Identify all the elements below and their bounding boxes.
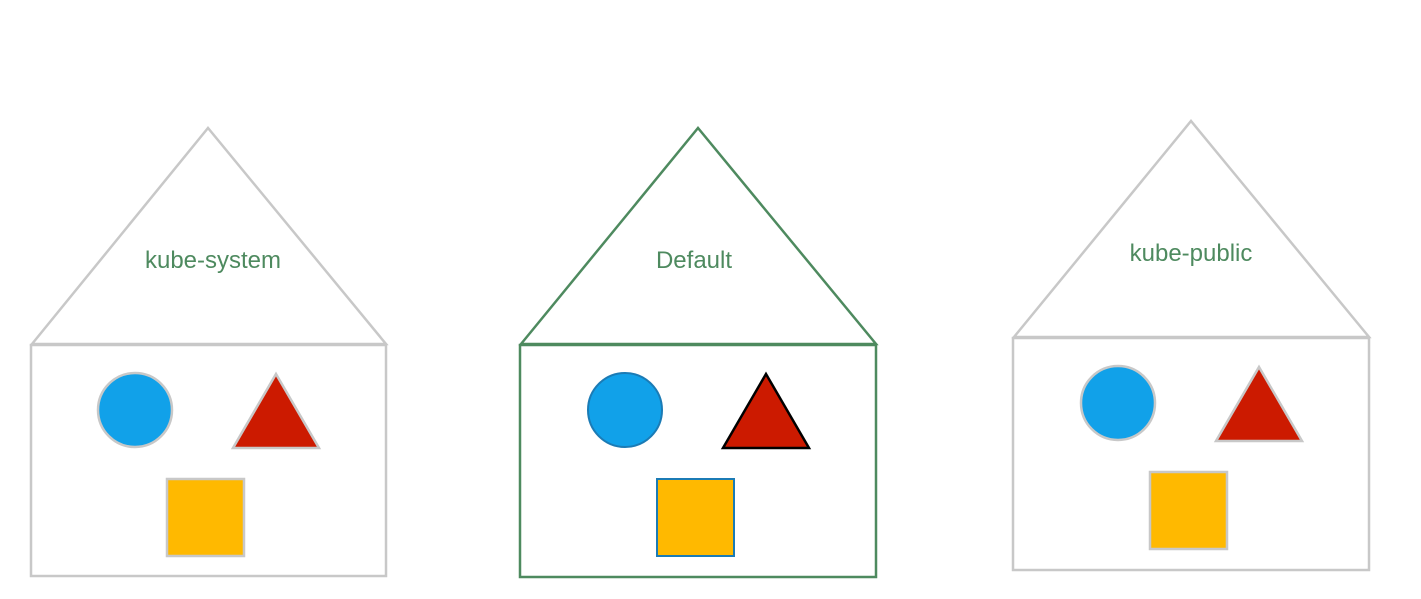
house-label: Default — [656, 247, 732, 274]
circle-icon — [1079, 364, 1157, 442]
square-icon — [656, 478, 735, 557]
square-icon — [165, 477, 246, 558]
house-body — [29, 343, 388, 578]
circle-icon — [587, 372, 663, 448]
house-roof — [1011, 119, 1372, 339]
triangle-icon — [1213, 364, 1305, 443]
triangle-icon — [720, 371, 812, 450]
house-body — [1011, 336, 1371, 572]
house-kube-system: kube-system — [29, 126, 389, 578]
house-label: kube-system — [145, 247, 281, 274]
square-icon — [1148, 470, 1229, 551]
house-body — [518, 343, 878, 579]
house-kube-public: kube-public — [1011, 119, 1372, 572]
house-roof — [518, 126, 879, 346]
triangle-icon — [230, 371, 322, 450]
house-label: kube-public — [1130, 240, 1253, 267]
house-default: Default — [518, 126, 879, 579]
house-roof — [29, 126, 389, 346]
circle-icon — [96, 371, 174, 449]
